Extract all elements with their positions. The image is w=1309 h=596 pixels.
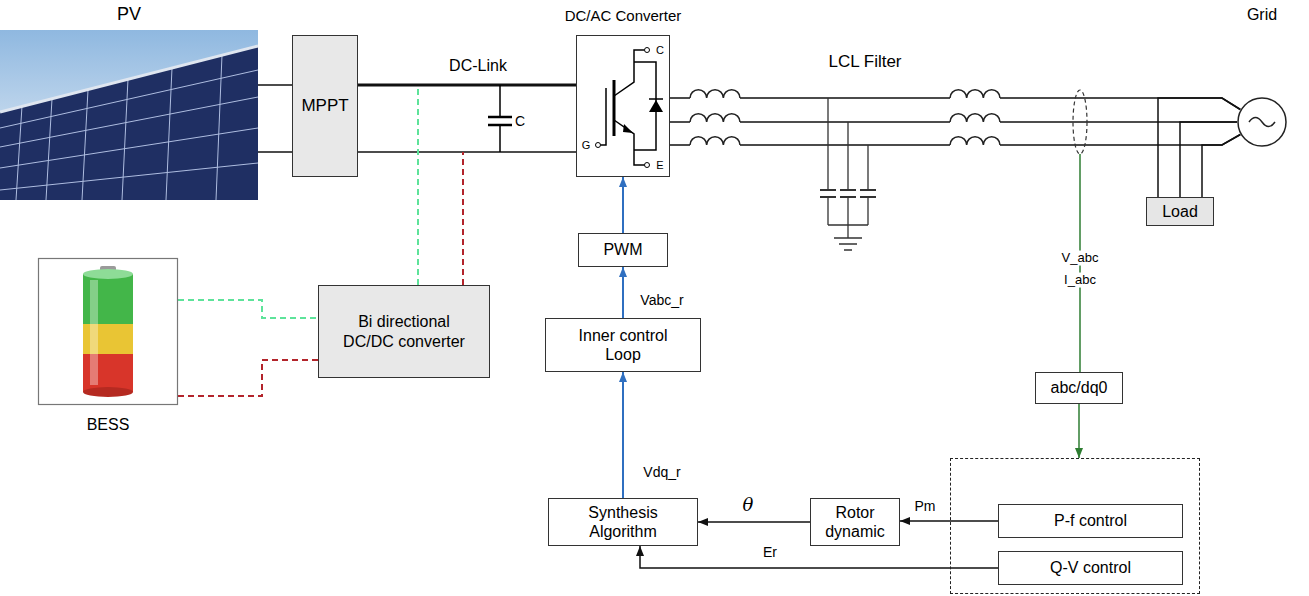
diode-bar [649, 98, 663, 100]
igbt-terminal [645, 163, 650, 168]
node-label: BESS [87, 415, 130, 434]
igbt-terminal [596, 143, 601, 148]
edge-label: Pm [913, 498, 938, 514]
node-label: MPPT [301, 96, 348, 116]
inductor-mask [690, 121, 740, 124]
dcdc-converter-box: Bi directional DC/DC converter [318, 285, 490, 378]
signal-name: V_abc [1060, 251, 1101, 266]
filter-label: LCL Filter [826, 52, 903, 72]
ac-source-symbol [1249, 118, 1275, 127]
rotor-dynamic-box: Rotor dynamic [810, 498, 900, 546]
mppt-box: MPPT [292, 35, 358, 177]
bess-link-positive [417, 85, 419, 285]
capacitor-lead [499, 85, 501, 152]
bess-photo-frame [39, 259, 178, 405]
node-label: Synthesis Algorithm [568, 503, 678, 541]
pv-photo-sky [0, 30, 258, 200]
igbt-terminal [645, 48, 650, 53]
node-label: abc/dq0 [1051, 378, 1108, 397]
pwm-box: PWM [578, 233, 668, 267]
pv-array-photo: PV [0, 30, 258, 200]
connector [358, 151, 576, 153]
connector [622, 372, 624, 498]
connector [1202, 135, 1240, 198]
measurement-probe [1073, 90, 1087, 154]
control-group: P-f controlQ-V control [950, 458, 1200, 594]
igbt-gate [601, 88, 607, 145]
inductor-mask [950, 144, 1000, 147]
synthesis-box: Synthesis Algorithm [548, 498, 698, 546]
load-box: Load [1146, 197, 1214, 226]
node-label: P-f control [1054, 511, 1127, 530]
pf-control-box: P-f control [998, 504, 1183, 538]
node-label: Load [1162, 202, 1198, 221]
edge-label: Er [761, 544, 779, 560]
igbt-emitter-arrow [623, 124, 633, 133]
grid-circle-shape [1237, 97, 1287, 147]
bess-photo: BESS [38, 258, 178, 405]
edge-label: Vdq_r [641, 464, 682, 480]
connector [258, 84, 292, 86]
node-label: Rotor dynamic [818, 503, 893, 541]
igbt-channel [613, 80, 616, 136]
filter-capacitor-symbol [820, 190, 876, 197]
inductor-symbol [690, 90, 1000, 145]
node-label: PV [117, 4, 141, 26]
connector [622, 177, 624, 233]
node-label: DC/AC Converter [565, 7, 682, 25]
grid-source: Grid [1237, 97, 1287, 147]
inner-loop-box: Inner control Loop [545, 318, 701, 372]
inductor-mask [950, 121, 1000, 124]
connector [358, 84, 576, 87]
connector [1180, 122, 1237, 197]
battery-base [83, 387, 133, 397]
grid-circle [1238, 98, 1286, 146]
battery-gloss [90, 280, 98, 385]
inductor-mask [690, 97, 740, 100]
connector [1078, 404, 1080, 458]
node-label: Q-V control [1050, 558, 1131, 577]
connector [1158, 98, 1240, 197]
transform-box: abc/dq0 [1035, 372, 1123, 404]
connector [622, 267, 624, 318]
ground-symbol [834, 238, 862, 250]
connector [670, 121, 1237, 123]
connector [178, 300, 318, 318]
node-label: Grid [1247, 5, 1277, 24]
node-label: Inner control Loop [568, 326, 678, 364]
connector [258, 151, 292, 153]
connector [670, 98, 1240, 110]
diode-symbol [649, 100, 663, 112]
edge-label: DC-Link [447, 57, 509, 75]
pin-name: G [580, 139, 593, 152]
battery-top [83, 269, 133, 279]
node-label: Bi directional DC/DC converter [334, 312, 474, 350]
filter-capacitor-lead [828, 98, 868, 238]
connector [698, 521, 810, 523]
connector [640, 546, 998, 568]
pin-name: E [654, 159, 665, 172]
bess-link-negative [462, 152, 464, 285]
inductor-mask [690, 144, 740, 147]
inductor-mask [950, 97, 1000, 100]
qv-control-box: Q-V control [998, 551, 1183, 585]
capacitor-label: C [513, 113, 527, 129]
igbt-leads [614, 50, 656, 165]
pin-name: C [654, 44, 666, 57]
edge-label: θ [741, 495, 756, 516]
signal-name: I_abc [1062, 273, 1098, 288]
pv-cell-grid [0, 55, 258, 200]
connector [178, 360, 318, 396]
pv-panel-frame [0, 46, 258, 112]
connector [900, 520, 998, 522]
capacitor-symbol [488, 117, 512, 125]
inverter-box: DC/AC Converter [576, 35, 670, 177]
connector [670, 135, 1240, 146]
node-label: PWM [603, 240, 642, 259]
edge-label: Vabc_r [638, 292, 685, 308]
pv-panel [0, 46, 258, 200]
